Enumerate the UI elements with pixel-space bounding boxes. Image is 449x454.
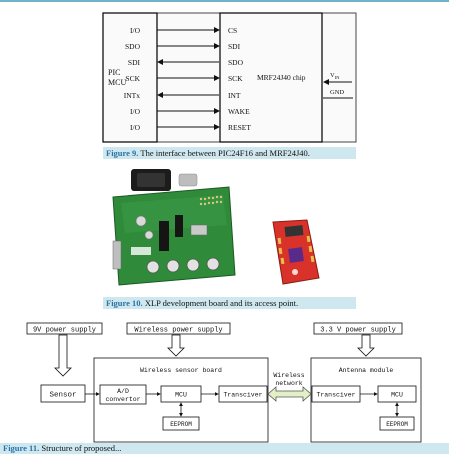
power-9v-arrow xyxy=(55,335,71,376)
page-top-rule xyxy=(0,0,449,2)
sensor-label: Sensor xyxy=(49,392,76,400)
chip-label: MRF24J40 chip xyxy=(257,73,306,82)
left-pin-label: I/O xyxy=(130,123,141,132)
right-pin-label: WAKE xyxy=(228,107,250,116)
access-point-module-photo xyxy=(267,218,325,286)
figure-11-caption-label: Figure 11. xyxy=(3,443,39,453)
right-pin-label: SDO xyxy=(228,58,244,67)
figure-10-caption-text: XLP development board and its access poi… xyxy=(143,298,298,308)
power-33v-label: 3.3 V power supply xyxy=(320,327,396,335)
adc-label-line2: convertor xyxy=(105,396,140,403)
figure-11-system-structure-diagram: 9V power supply Wireless power supply 3.… xyxy=(0,318,449,443)
right-pin-label: CS xyxy=(228,26,237,35)
transceiver-left-label: Transciver xyxy=(223,392,262,399)
left-pin-label: I/O xyxy=(130,26,141,35)
left-pin-label: I/O xyxy=(130,107,141,116)
figure-10-caption-label: Figure 10. xyxy=(106,298,143,308)
mcu-right-label: MCU xyxy=(391,392,403,399)
figure-9-caption: Figure 9. The interface between PIC24F16… xyxy=(103,147,356,159)
left-pin-label: SCK xyxy=(125,74,140,83)
wireless-network-label-line2: network xyxy=(275,380,302,387)
figure-10-caption: Figure 10. XLP development board and its… xyxy=(103,297,356,309)
mcu-label-pic: PIC xyxy=(108,68,120,77)
right-pin-label: SCK xyxy=(228,74,243,83)
mcu-left-label: MCU xyxy=(175,392,187,399)
left-pin-label: SDO xyxy=(125,42,141,51)
mcu-label-mcu: MCU xyxy=(108,78,126,87)
power-33v-arrow xyxy=(358,335,374,356)
figure-9-caption-text: The interface between PIC24F16 and MRF24… xyxy=(138,148,309,158)
wireless-network-double-arrow xyxy=(268,387,311,401)
wireless-network-label-line1: Wireless xyxy=(273,372,304,379)
figure-9-caption-label: Figure 9. xyxy=(106,148,138,158)
figure-11-caption-text: Structure of proposed... xyxy=(39,443,121,453)
left-pin-label: INTx xyxy=(124,91,140,100)
right-pin-label: RESET xyxy=(228,123,251,132)
antenna-module-title: Antenna module xyxy=(339,367,394,374)
wireless-sensor-board-title: Wireless sensor board xyxy=(140,367,222,374)
right-pin-label: INT xyxy=(228,91,241,100)
gnd-label: GND xyxy=(330,89,344,96)
eeprom-right-label: EEPROM xyxy=(386,421,408,428)
left-pin-label: SDI xyxy=(128,58,141,67)
power-wireless-label: Wireless power supply xyxy=(134,327,222,335)
figure-9-interface-diagram: PIC MCU MRF24J40 chip I/O CS SDO SDI SDI… xyxy=(0,10,449,146)
adc-label-line1: A/D xyxy=(117,388,129,395)
right-pin-label: SDI xyxy=(228,42,241,51)
power-wireless-arrow xyxy=(168,335,184,356)
eeprom-left-label: EEPROM xyxy=(170,421,192,428)
power-9v-label: 9V power supply xyxy=(33,327,96,335)
transceiver-right-label: Transciver xyxy=(316,392,355,399)
figure-11-caption: Figure 11. Structure of proposed... xyxy=(0,443,449,454)
xlp-development-board-photo xyxy=(111,165,237,287)
